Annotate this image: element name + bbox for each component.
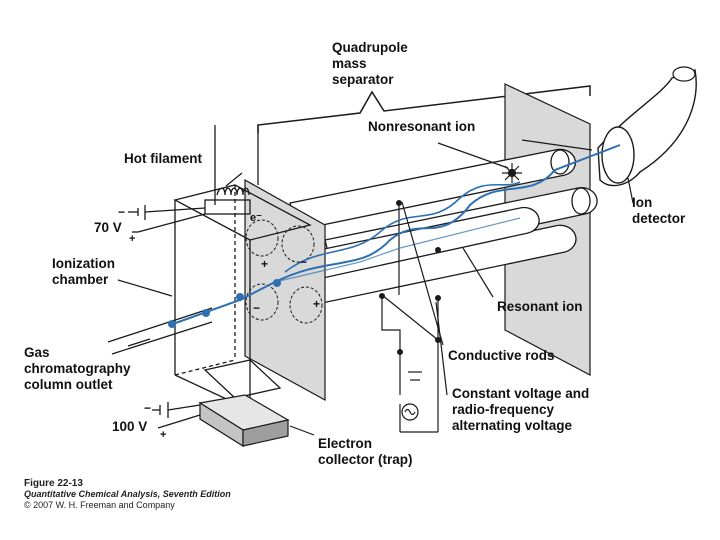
ion-detector-horn bbox=[597, 66, 697, 187]
ion-dots bbox=[168, 279, 281, 328]
battery-100v bbox=[152, 402, 201, 429]
leader-dots bbox=[379, 200, 441, 355]
rf-voltage-label: Constant voltage and radio-frequency alt… bbox=[452, 386, 590, 433]
battery-plus: + bbox=[160, 429, 167, 441]
battery-minus: − bbox=[144, 401, 152, 415]
plus-sign: + bbox=[313, 297, 321, 311]
hot-filament-label: Hot filament bbox=[124, 151, 203, 166]
battery-plus: + bbox=[129, 233, 136, 245]
figure-number: Figure 22-13 bbox=[24, 478, 83, 489]
quadrupole-rods bbox=[261, 148, 598, 309]
ion-detector-label: Ion detector bbox=[632, 195, 686, 226]
plus-sign: + bbox=[261, 257, 269, 271]
conductive-rods-label: Conductive rods bbox=[448, 348, 555, 363]
hot-filament bbox=[204, 125, 259, 215]
gc-outlet-label: Gas chromatography column outlet bbox=[24, 345, 131, 392]
nonresonant-ion-burst bbox=[502, 163, 522, 183]
gc-inlet-tube bbox=[107, 307, 213, 355]
leader-lines bbox=[117, 139, 634, 436]
electron-collector-block bbox=[198, 394, 290, 448]
battery-minus: − bbox=[118, 205, 126, 219]
resonant-ion-label: Resonant ion bbox=[497, 299, 583, 314]
battery-70v bbox=[128, 205, 206, 233]
electron-collector-label: Electron collector (trap) bbox=[318, 436, 413, 467]
minus-sign: − bbox=[253, 301, 261, 315]
electron-symbol: e⁻ bbox=[250, 212, 262, 224]
book-title: Quantitative Chemical Analysis, Seventh … bbox=[24, 489, 231, 499]
copyright: © 2007 W. H. Freeman and Company bbox=[24, 500, 175, 510]
nonresonant-ion-label: Nonresonant ion bbox=[368, 119, 476, 134]
rf-circuit bbox=[381, 205, 439, 433]
rod-ends bbox=[245, 219, 323, 324]
ionization-chamber-label: Ionization chamber bbox=[52, 256, 115, 287]
quadrupole-label: Quadrupole mass separator bbox=[332, 40, 408, 87]
minus-sign: − bbox=[300, 255, 308, 269]
voltage-70-label: 70 V bbox=[94, 220, 122, 235]
voltage-100-label: 100 V bbox=[112, 419, 148, 434]
ion-path bbox=[169, 144, 621, 326]
